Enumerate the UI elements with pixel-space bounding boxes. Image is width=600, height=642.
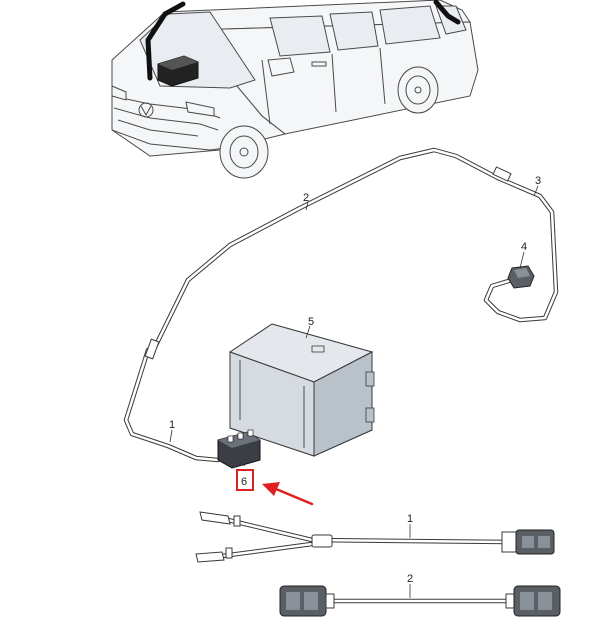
highlight-box [236, 469, 254, 491]
leader-lines [169, 185, 539, 598]
van-illustration [111, 0, 479, 179]
control-module-part-5 [228, 323, 375, 457]
red-arrow-icon [262, 482, 314, 506]
callout-1-upper: 1 [169, 419, 175, 431]
callout-2-lower: 2 [407, 573, 413, 585]
connector-part-4 [507, 265, 535, 289]
callout-5: 5 [308, 316, 314, 328]
cable-assembly-upper [123, 147, 559, 463]
callout-4: 4 [521, 241, 527, 253]
callout-1-lower: 1 [407, 513, 413, 525]
connector-part-6 [217, 429, 261, 469]
callout-3: 3 [535, 175, 541, 187]
callout-6: 6 [241, 476, 247, 488]
cable-part-1 [195, 511, 555, 563]
cable-part-2 [279, 585, 561, 617]
callout-2-upper: 2 [303, 192, 309, 204]
